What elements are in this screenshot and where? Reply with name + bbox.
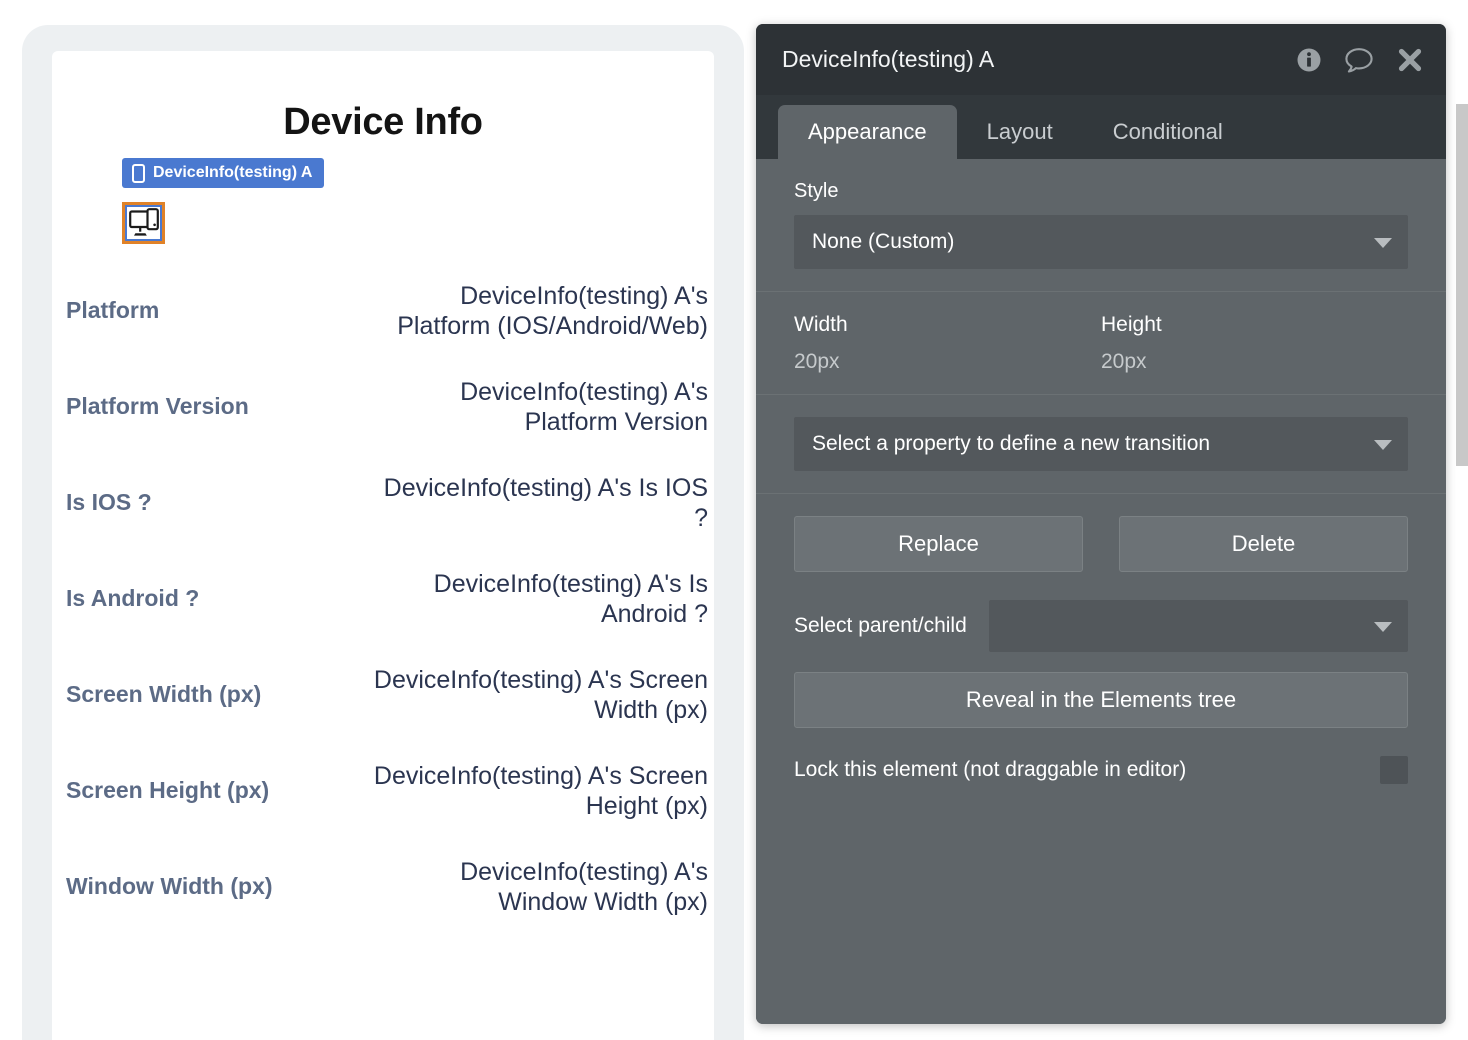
page-scrollbar-thumb[interactable]: [1456, 104, 1468, 466]
device-info-rows: Platform DeviceInfo(testing) A's Platfor…: [52, 263, 714, 935]
info-row-value: DeviceInfo(testing) A's Platform Version: [460, 377, 708, 437]
panel-header: DeviceInfo(testing) A: [756, 24, 1446, 95]
page-title: Device Info: [283, 101, 483, 143]
tab-appearance[interactable]: Appearance: [778, 105, 957, 159]
info-row-value: DeviceInfo(testing) A's Platform (IOS/An…: [397, 281, 708, 341]
info-row[interactable]: Platform Version DeviceInfo(testing) A's…: [52, 359, 714, 455]
height-label: Height: [1101, 313, 1162, 336]
info-row-value: DeviceInfo(testing) A's Window Width (px…: [460, 857, 708, 917]
property-editor-panel: DeviceInfo(testing) A: [756, 24, 1446, 1024]
info-row[interactable]: Platform DeviceInfo(testing) A's Platfor…: [52, 263, 714, 359]
panel-body: Style None (Custom) Width 20px Height 20…: [756, 159, 1446, 1024]
chevron-down-icon: [1374, 440, 1392, 450]
style-section: Style None (Custom): [756, 159, 1446, 292]
transition-select-value: Select a property to define a new transi…: [812, 432, 1211, 455]
close-icon[interactable]: [1396, 46, 1424, 74]
phone-icon: [132, 163, 145, 183]
reveal-in-elements-tree-button[interactable]: Reveal in the Elements tree: [794, 672, 1408, 728]
info-row-label: Is IOS ?: [66, 489, 152, 516]
width-label: Width: [794, 313, 848, 336]
parent-child-select[interactable]: [988, 600, 1408, 652]
info-row-value: DeviceInfo(testing) A's Is Android ?: [433, 569, 708, 629]
info-row-label: Screen Width (px): [66, 681, 262, 708]
reveal-section: Reveal in the Elements tree: [756, 662, 1446, 742]
transition-section: Select a property to define a new transi…: [756, 395, 1446, 494]
chevron-down-icon: [1374, 622, 1392, 632]
tab-conditional[interactable]: Conditional: [1112, 119, 1223, 144]
info-row-label: Platform Version: [66, 393, 249, 420]
info-icon[interactable]: [1296, 47, 1322, 73]
transition-property-select[interactable]: Select a property to define a new transi…: [794, 417, 1408, 471]
info-row-label: Platform: [66, 297, 160, 324]
panel-header-actions: [1296, 46, 1424, 74]
info-row-value: DeviceInfo(testing) A's Screen Width (px…: [373, 665, 708, 725]
select-parent-child-label: Select parent/child: [794, 614, 967, 637]
style-select[interactable]: None (Custom): [794, 215, 1408, 269]
lock-section: Lock this element (not draggable in edit…: [756, 742, 1446, 806]
panel-title: DeviceInfo(testing) A: [782, 46, 995, 72]
info-row[interactable]: Is IOS ? DeviceInfo(testing) A's Is IOS …: [52, 455, 714, 551]
panel-tabs: Appearance Layout Conditional: [756, 95, 1446, 159]
chevron-down-icon: [1374, 238, 1392, 248]
selection-badge-label: DeviceInfo(testing) A: [153, 164, 313, 181]
comment-icon[interactable]: [1344, 46, 1374, 74]
dimensions-section: Width 20px Height 20px: [756, 292, 1446, 395]
height-value[interactable]: 20px: [1101, 350, 1147, 373]
style-label: Style: [794, 180, 839, 202]
selection-name-badge[interactable]: DeviceInfo(testing) A: [122, 158, 325, 188]
info-row-label: Window Width (px): [66, 873, 273, 900]
width-field: Width 20px: [794, 314, 1101, 372]
info-row-value: DeviceInfo(testing) A's Is IOS ?: [383, 473, 708, 533]
height-field: Height 20px: [1101, 314, 1408, 372]
info-row[interactable]: Is Android ? DeviceInfo(testing) A's Is …: [52, 551, 714, 647]
selection-inner-ring: [125, 205, 162, 241]
app-preview-card: Device Info DeviceInfo(testing) A Platfo…: [52, 51, 714, 1040]
info-row-value: DeviceInfo(testing) A's Screen Height (p…: [373, 761, 708, 821]
info-row[interactable]: Screen Width (px) DeviceInfo(testing) A'…: [52, 647, 714, 743]
info-row[interactable]: Window Width (px) DeviceInfo(testing) A'…: [52, 839, 714, 935]
style-select-value: None (Custom): [812, 230, 955, 253]
page-scrollbar-track[interactable]: [1456, 0, 1468, 1040]
delete-button[interactable]: Delete: [1119, 516, 1408, 572]
info-row-label: Is Android ?: [66, 585, 200, 612]
lock-element-checkbox[interactable]: [1380, 756, 1408, 784]
info-row[interactable]: Screen Height (px) DeviceInfo(testing) A…: [52, 743, 714, 839]
lock-element-label: Lock this element (not draggable in edit…: [794, 758, 1187, 781]
selected-element-icon[interactable]: [122, 202, 165, 244]
replace-button[interactable]: Replace: [794, 516, 1083, 572]
info-row-label: Screen Height (px): [66, 777, 270, 804]
tab-layout[interactable]: Layout: [986, 119, 1053, 144]
app-preview-frame: Device Info DeviceInfo(testing) A Platfo…: [22, 25, 744, 1040]
element-actions-section: Replace Delete: [756, 494, 1446, 594]
parent-child-section: Select parent/child: [756, 594, 1446, 662]
device-monitor-phone-icon: [129, 208, 159, 236]
width-value[interactable]: 20px: [794, 350, 840, 373]
